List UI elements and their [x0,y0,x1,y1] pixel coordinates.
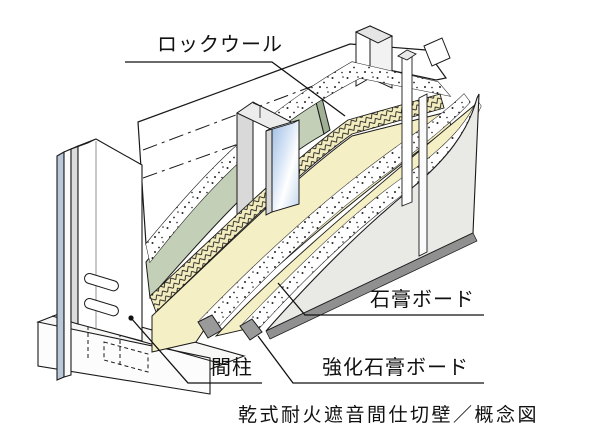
board3-bottom-cap [239,318,263,341]
speckled-board-front [239,98,482,341]
joiner-cap [397,49,417,61]
stud-leader [130,317,262,384]
runner-hidden-dashed [87,326,149,373]
stud-label: 間柱 [211,355,253,379]
gypsum-board-label: 石膏ボード [370,287,475,311]
reinforced-gypsum-board-label: 強化石膏ボード [322,355,469,379]
rockwool-label: ロックウール [157,32,283,56]
rockwool-cut-edge [149,93,445,313]
damper-strip [265,119,300,216]
back-board-centerlines [142,71,351,179]
speckled-board-back [145,61,452,264]
joiner-strip [401,52,413,207]
left-stud [56,138,143,381]
joint-strips [397,49,428,257]
reinforced-gypsum-leader [257,335,484,384]
stud-slots [84,272,119,317]
stud-leader-dot [128,315,134,321]
panel-joint-strip [418,93,428,257]
gypsum-leader [277,282,484,316]
left-stud-blue-edge [56,151,65,381]
diagram-caption: 乾式耐火遮音間仕切壁／概念図 [238,403,539,426]
glass-strip-face [271,119,300,213]
face-panel-bottom-edge [265,232,478,340]
top-right-slab [423,37,451,67]
annotations [125,61,484,384]
rockwool-leader [125,61,346,117]
